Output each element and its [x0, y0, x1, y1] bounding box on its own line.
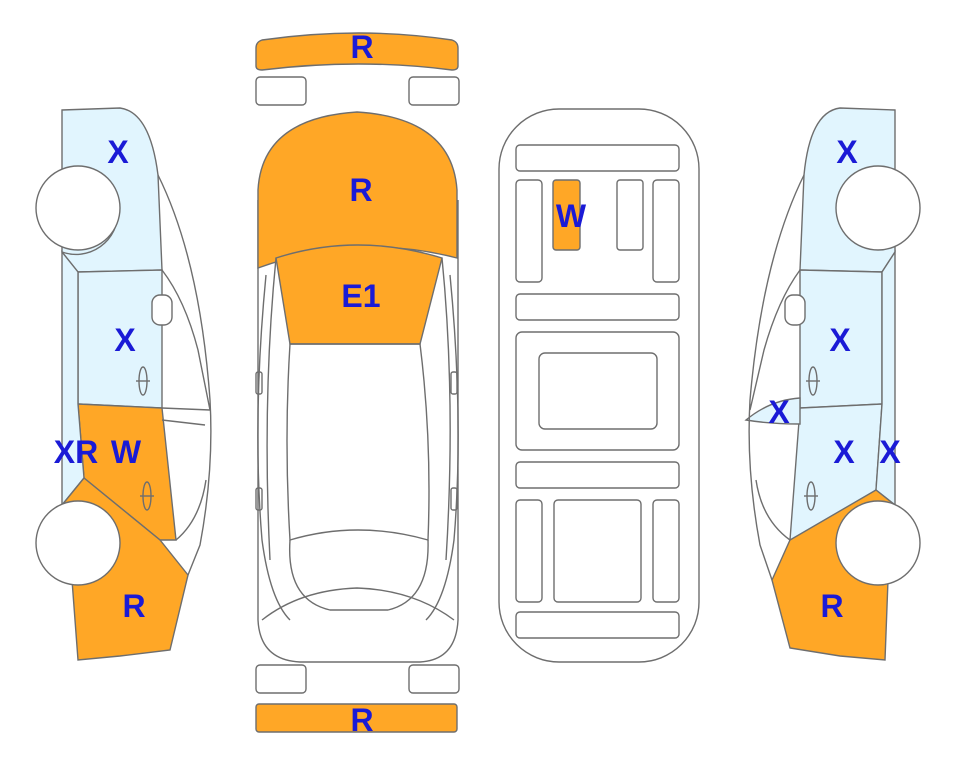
interior-seat-panel[interactable] [552, 179, 581, 251]
top-right-mirror [450, 371, 458, 395]
bottom-right-light [408, 664, 460, 694]
top-left-light [255, 76, 307, 106]
label-right-rear-quarter: X [836, 134, 858, 170]
left-mirror[interactable] [151, 294, 173, 326]
right-rear-wheel [835, 165, 921, 251]
left-front-wheel [35, 500, 121, 586]
label-left-rear-quarter: X [107, 134, 129, 170]
right-mirror-panel[interactable] [744, 397, 801, 425]
left-side-view [35, 107, 212, 661]
top-bumper-panel[interactable] [255, 32, 459, 71]
label-front-top-bumper: R [350, 29, 374, 65]
right-front-edge-panel[interactable] [875, 249, 896, 507]
label-left-front-door: W [110, 434, 142, 470]
top-view [255, 32, 460, 733]
interior-view [498, 108, 700, 663]
right-side-view [744, 107, 921, 661]
label-left-rear-door: X [114, 322, 136, 358]
right-front-wheel [835, 500, 921, 586]
label-right-rear-door: X [829, 322, 851, 358]
label-interior-seat: W [555, 198, 587, 234]
label-hood: R [349, 172, 373, 208]
top-right-light [408, 76, 460, 106]
label-left-front-pillar: XR [53, 434, 99, 470]
label-windshield: E1 [341, 278, 381, 314]
bottom-left-light [255, 664, 307, 694]
label-right-mirror: X [768, 394, 790, 430]
label-left-front-fender: R [122, 588, 146, 624]
label-right-front-edge: X [879, 434, 901, 470]
label-right-front-door: X [833, 434, 855, 470]
left-front-pillar-panel[interactable] [61, 250, 85, 507]
left-rear-wheel [35, 165, 121, 251]
bottom-bumper-panel[interactable] [255, 703, 458, 733]
label-right-front-fender: R [820, 588, 844, 624]
windshield-panel[interactable] [275, 244, 443, 345]
label-rear-bottom-bumper: R [350, 702, 374, 738]
top-left-mirror [255, 371, 263, 395]
